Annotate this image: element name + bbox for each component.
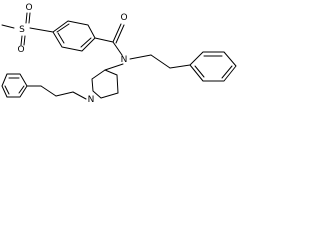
piperidine-nitrogen-label: N: [88, 95, 95, 105]
bond-carbonyl-nitrogen: [112, 41, 123, 56]
bond-nitrogen-ethyl: [129, 54, 152, 60]
bond-carbonyl-oxygen-2: [115, 24, 125, 44]
phenethyl-ring-outline: [189, 51, 237, 82]
phenylpropyl-ring-double-3: [18, 85, 25, 94]
piperidine-ring-outline: [91, 69, 119, 99]
sulfonyl-oxygen-bottom-label: O: [17, 45, 24, 55]
bond-carbonyl-oxygen-1: [112, 23, 122, 43]
phenethyl-ring-double-2: [221, 65, 233, 79]
benzoyl-ring-double-3: [57, 32, 65, 44]
sulfonyl-oxygen-top-label: O: [25, 3, 32, 13]
atom-labels: O S O O N N: [17, 3, 127, 105]
phenethyl-ring-double-3: [194, 65, 205, 78]
phenethyl-group: [129, 51, 237, 82]
bond-sulfur-ring: [29, 27, 54, 33]
benzoyl-ring: [52, 20, 96, 52]
bond-sulfur-oxygen-bottom-1: [20, 35, 23, 46]
phenylpropyl-group: [1, 73, 87, 100]
bond-propyl-2: [40, 85, 57, 97]
molecule-structure: O S O O N N: [1, 3, 237, 105]
phenylpropyl-ring-double-2: [4, 85, 10, 95]
bond-piperidine-propyl: [72, 91, 87, 100]
bond-ethyl-phenyl: [169, 64, 191, 69]
methanesulfonyl-group: [1, 12, 54, 46]
phenylpropyl-ring-outline: [1, 73, 28, 98]
bond-propyl-1: [55, 91, 74, 97]
bond-ethyl-ethyl: [150, 54, 171, 69]
amide-group: [94, 23, 125, 56]
benzoyl-ring-double-1: [56, 23, 70, 33]
bond-sulfur-oxygen-top-1: [25, 12, 28, 24]
piperidine-ring: [91, 63, 124, 99]
bond-nitrogen-piperidine: [104, 63, 124, 71]
bond-ring-carbonyl: [94, 37, 114, 43]
carbonyl-oxygen-label: O: [120, 13, 127, 23]
benzoyl-ring-double-2: [80, 37, 92, 48]
sulfonyl-sulfur-label: S: [19, 25, 25, 35]
amide-nitrogen-label: N: [121, 55, 128, 65]
bond-sulfur-oxygen-bottom-2: [23, 35, 26, 46]
bond-sulfur-oxygen-top-2: [28, 12, 31, 24]
bond-methyl-sulfur: [1, 24, 15, 29]
